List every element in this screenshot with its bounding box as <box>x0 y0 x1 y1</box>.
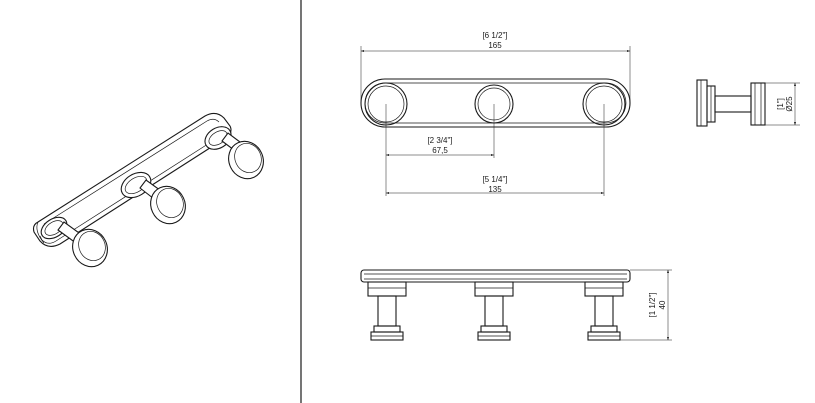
top-plate <box>360 269 631 283</box>
dim-overall-length: [6 1/2"] 165 <box>360 31 631 102</box>
iso-hook-left <box>40 216 108 268</box>
front-view: [6 1/2"] 165 [2 3/4"] 67,5 [5 1/4"] 135 <box>360 31 631 196</box>
dim-outer-hook-distance: [5 1/4"] 135 <box>386 104 605 196</box>
dim-outer-hook-distance-mm: 135 <box>488 185 502 194</box>
dim-overall-length-inch: [6 1/2"] <box>482 31 507 40</box>
side-view: [1"] Ø25 <box>696 79 800 127</box>
top-hook-left <box>367 281 407 341</box>
dim-overall-length-mm: 165 <box>488 41 502 50</box>
side-plate <box>696 79 708 127</box>
dim-knob-diameter: [1"] Ø25 <box>765 82 800 126</box>
dim-projection-inch: [1 1/2"] <box>648 292 657 317</box>
dim-hook-spacing-inch: [2 3/4"] <box>427 136 452 145</box>
dim-hook-spacing: [2 3/4"] 67,5 <box>385 104 495 196</box>
top-hook-right <box>584 281 624 341</box>
iso-hook-middle <box>120 171 186 225</box>
top-view: [1 1/2"] 40 <box>360 269 672 341</box>
dim-outer-hook-distance-inch: [5 1/4"] <box>482 175 507 184</box>
dim-projection-mm: 40 <box>658 300 667 309</box>
dim-projection: [1 1/2"] 40 <box>620 269 672 341</box>
side-shaft <box>714 95 752 113</box>
isometric-view <box>32 112 264 268</box>
dim-knob-diameter-mm: Ø25 <box>785 96 794 112</box>
iso-hook-right <box>204 126 264 180</box>
dim-hook-spacing-mm: 67,5 <box>432 146 448 155</box>
top-hook-middle <box>474 281 514 341</box>
dim-knob-diameter-inch: [1"] <box>776 98 785 110</box>
front-plate-outer <box>360 78 631 128</box>
side-knob <box>750 82 766 126</box>
